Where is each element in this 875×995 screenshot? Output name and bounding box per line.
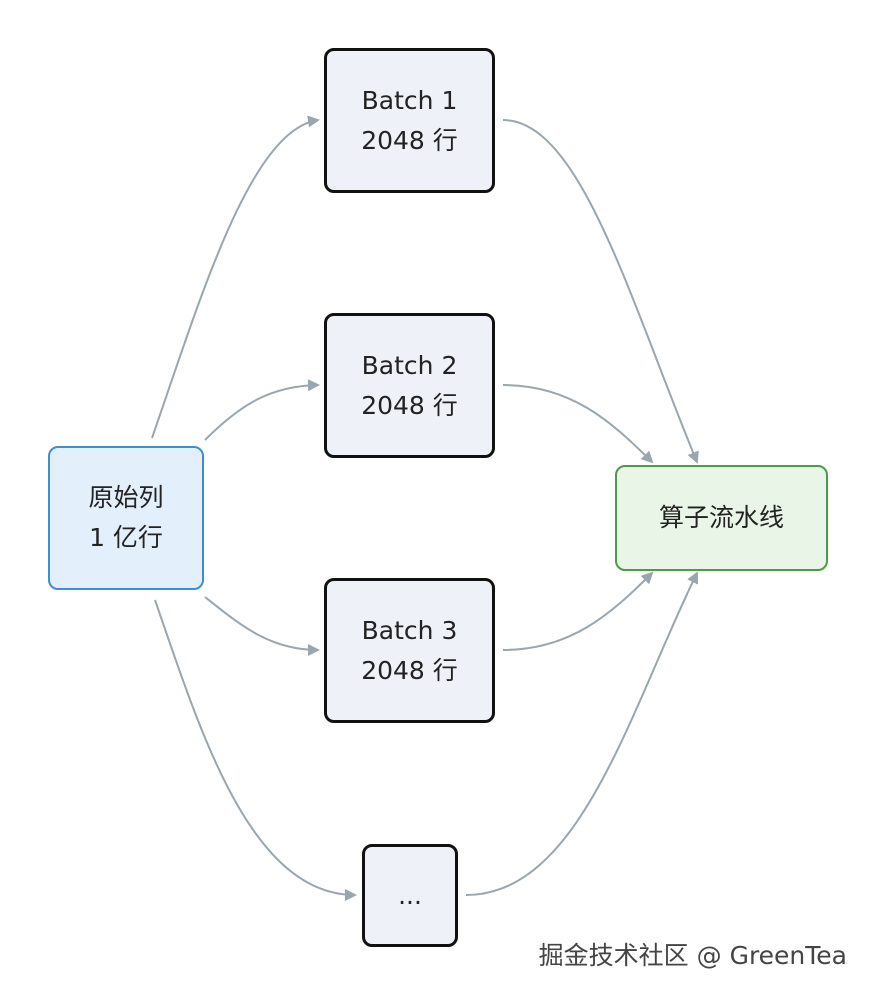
batch-3-line2: 2048 行 — [361, 655, 458, 685]
source-line1: 原始列 — [88, 483, 164, 512]
batch-node-2: Batch 2 2048 行 — [324, 313, 495, 458]
edge-batch1-sink — [502, 119, 699, 464]
watermark: 掘金技术社区 @ GreenTea — [538, 941, 847, 970]
edge-source-ellipsis — [154, 599, 357, 901]
source-node: 原始列 1 亿行 — [48, 446, 204, 590]
batch-2-line2: 2048 行 — [361, 390, 458, 420]
edge-batch3-sink — [502, 571, 654, 651]
sink-node: 算子流水线 — [615, 465, 828, 571]
edge-source-batch2 — [204, 379, 320, 441]
batch-node-1: Batch 1 2048 行 — [324, 48, 495, 193]
batch-node-ellipsis: ... — [362, 844, 458, 947]
batch-1-line1: Batch 1 — [361, 85, 458, 115]
batch-2-line1: Batch 2 — [361, 350, 458, 380]
batch-3-line1: Batch 3 — [361, 615, 458, 645]
source-line2: 1 亿行 — [89, 523, 163, 552]
edge-ellipsis-sink — [465, 571, 698, 896]
edge-batch2-sink — [502, 384, 654, 464]
edge-source-batch3 — [204, 596, 320, 656]
sink-label: 算子流水线 — [658, 503, 784, 532]
edge-source-batch1 — [151, 115, 320, 439]
ellipsis-label: ... — [398, 880, 422, 910]
batch-node-3: Batch 3 2048 行 — [324, 578, 495, 723]
batch-1-line2: 2048 行 — [361, 125, 458, 155]
